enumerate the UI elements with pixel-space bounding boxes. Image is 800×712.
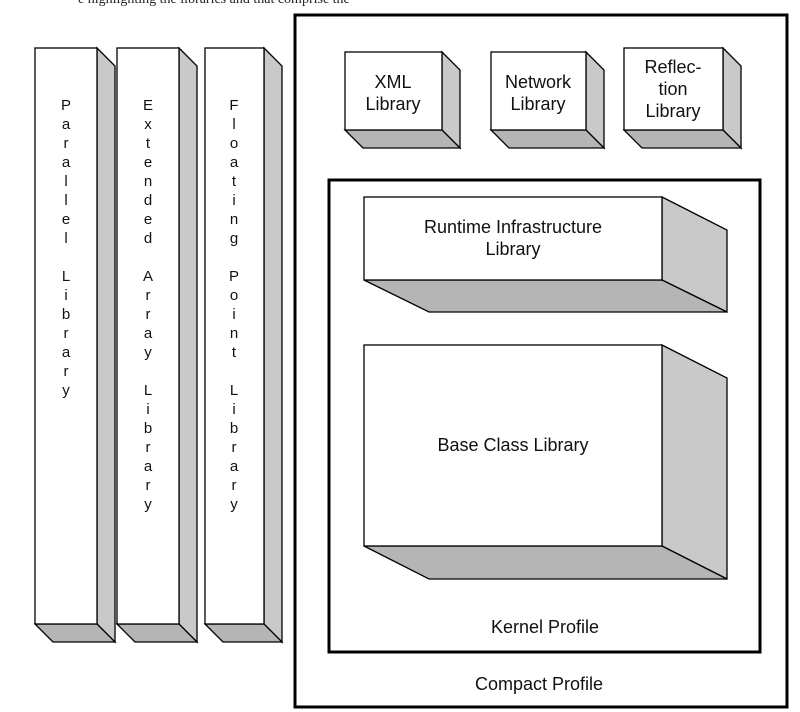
library-label-line: Runtime Infrastructure [424, 217, 602, 237]
column-letter: y [230, 496, 238, 513]
column-letter: i [146, 401, 149, 418]
column-letter: l [64, 192, 67, 209]
column-letter: l [64, 230, 67, 247]
column-letter: y [144, 344, 152, 361]
column-letter: A [143, 268, 153, 285]
column-letter: r [146, 439, 151, 456]
caption-fragment: e highlighting the libraries and that co… [78, 0, 350, 8]
column-letter: r [232, 477, 237, 494]
compact-profile-frame [293, 13, 789, 709]
column-letter: r [64, 363, 69, 380]
column-letter: b [144, 420, 152, 437]
column-letter: b [62, 306, 70, 323]
column-letter: F [229, 97, 238, 114]
column-letter: i [232, 306, 235, 323]
column-letter: e [144, 154, 152, 171]
column-letter: L [144, 382, 152, 399]
column-letter: r [146, 477, 151, 494]
column-letter: i [232, 401, 235, 418]
column-letter: E [143, 97, 153, 114]
column-letter: d [144, 230, 152, 247]
library-label-line: Library [365, 94, 420, 114]
column-letter: i [232, 192, 235, 209]
library-label-line: Reflec- [644, 57, 701, 77]
column-letter: t [146, 135, 151, 152]
library-label-line: Network [505, 72, 572, 92]
column-letter: n [230, 325, 238, 342]
library-label-line: Library [645, 101, 700, 121]
kernel-profile-label: Kernel Profile [491, 617, 599, 637]
column-letter: l [232, 116, 235, 133]
column-letter: d [144, 192, 152, 209]
base-class-library-box: Base Class Library [363, 343, 728, 581]
column-letter: e [62, 211, 70, 228]
column-letter: r [146, 287, 151, 304]
column-letter: o [230, 135, 238, 152]
column-letter: n [230, 211, 238, 228]
lib-label: Base Class Library [437, 435, 588, 455]
column-letter: P [229, 268, 239, 285]
column-letter: a [62, 154, 71, 171]
column-letter: r [146, 306, 151, 323]
column-letter: n [144, 173, 152, 190]
column-letter: a [230, 458, 239, 475]
kernel-profile-frame [327, 178, 762, 654]
column-letter: a [62, 116, 71, 133]
column-letter: r [64, 135, 69, 152]
column-letter: t [232, 344, 237, 361]
column-letter: x [144, 116, 152, 133]
column-letter: y [144, 496, 152, 513]
column-letter: e [144, 211, 152, 228]
column-letter: g [230, 230, 238, 247]
column-letter: L [230, 382, 238, 399]
column-letter: a [62, 344, 71, 361]
column-letter: t [232, 173, 237, 190]
library-label-line: tion [658, 79, 687, 99]
column-letter: b [230, 420, 238, 437]
library-label-line: Base Class Library [437, 435, 588, 455]
column-letter: o [230, 287, 238, 304]
library-label-line: Library [485, 239, 540, 259]
column-letter: l [64, 173, 67, 190]
column-letter: a [144, 325, 153, 342]
column-letter: a [230, 154, 239, 171]
column-letter: a [144, 458, 153, 475]
column-letter: y [62, 382, 70, 399]
compact-profile-label: Compact Profile [475, 674, 603, 694]
library-label-line: XML [374, 72, 411, 92]
column-letter: r [64, 325, 69, 342]
column-letter: P [61, 97, 71, 114]
column-letter: i [64, 287, 67, 304]
column-letter: r [232, 439, 237, 456]
column-letter: L [62, 268, 70, 285]
library-label-line: Library [510, 94, 565, 114]
